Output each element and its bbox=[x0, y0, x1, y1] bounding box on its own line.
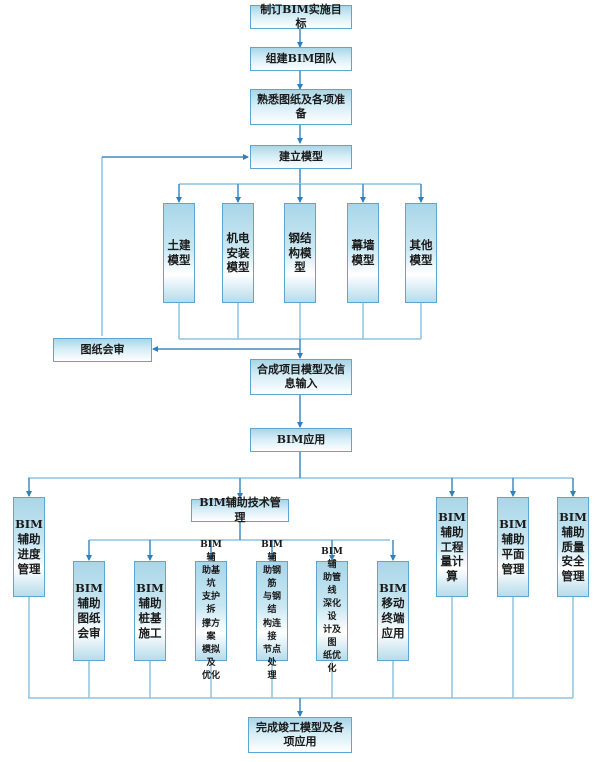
node-tech-mobile-terminal: BIM 移动 终端 应用 bbox=[377, 561, 409, 661]
node-label: BIM 辅助 质量 安全 管理 bbox=[559, 509, 587, 584]
node-label: 钢结 构模 型 bbox=[288, 230, 312, 275]
node-completion: 完成竣工模型及各 项应用 bbox=[248, 717, 352, 753]
node-progress-management: BIM 辅助 进度 管理 bbox=[13, 497, 45, 597]
node-label: BIM 辅助 图纸 会审 bbox=[75, 581, 103, 640]
node-label: 图纸会审 bbox=[80, 342, 125, 356]
node-quantity-calculation: BIM 辅助 工程 量计 算 bbox=[436, 497, 468, 597]
node-label: 完成竣工模型及各 项应用 bbox=[256, 720, 344, 748]
node-model-mep: 机电 安装 模型 bbox=[222, 203, 254, 303]
node-model-steel: 钢结 构模 型 bbox=[284, 203, 316, 303]
node-label: 机电 安装 模型 bbox=[226, 230, 250, 275]
node-label: BIM辅助技术管理 bbox=[199, 496, 281, 524]
node-bim-application: BIM应用 bbox=[250, 428, 352, 452]
node-model-civil: 土建 模型 bbox=[163, 203, 195, 303]
node-tech-pile-construction: BIM 辅助 桩基 施工 bbox=[134, 561, 166, 661]
node-label: BIM 移动 终端 应用 bbox=[379, 581, 407, 640]
node-label: BIM辅 助基坑 支护拆 撑方案 模拟及 优化 bbox=[200, 540, 222, 681]
node-tech-rebar-steel-joint: BIM辅 助钢筋 与钢结 构连接 节点处 理 bbox=[256, 540, 288, 681]
node-label: BIM辅 助钢筋 与钢结 构连接 节点处 理 bbox=[261, 540, 283, 681]
node-tech-management: BIM辅助技术管理 bbox=[191, 496, 289, 524]
node-build-model: 建立模型 bbox=[250, 145, 352, 169]
node-label: BIM 辅助 工程 量计 算 bbox=[438, 509, 466, 584]
node-label: BIM 辅助 桩基 施工 bbox=[136, 581, 164, 640]
node-label: BIM 辅助 平面 管理 bbox=[499, 517, 527, 576]
node-label: BIM应用 bbox=[276, 432, 326, 446]
node-label: BIM辅 助管线 深化设 计及图 纸优化 bbox=[321, 546, 343, 675]
node-model-curtain-wall: 幕墙 模型 bbox=[347, 203, 379, 303]
node-site-layout-management: BIM 辅助 平面 管理 bbox=[497, 497, 529, 597]
node-build-team: 组建BIM团队 bbox=[250, 47, 352, 71]
node-tech-drawing-review: BIM 辅助 图纸 会审 bbox=[73, 561, 105, 661]
node-merge-model: 合成项目模型及信 息输入 bbox=[250, 359, 352, 395]
node-prepare: 熟悉图纸及各项准 备 bbox=[250, 89, 352, 125]
node-label: 土建 模型 bbox=[167, 238, 191, 267]
node-label: BIM 辅助 进度 管理 bbox=[15, 517, 43, 576]
node-label: 幕墙 模型 bbox=[351, 238, 375, 267]
node-model-other: 其他 模型 bbox=[405, 203, 437, 303]
node-label: 熟悉图纸及各项准 备 bbox=[257, 92, 345, 120]
node-label: 合成项目模型及信 息输入 bbox=[257, 362, 345, 390]
node-set-goals: 制订BIM实施目标 bbox=[250, 2, 352, 30]
node-label: 建立模型 bbox=[279, 149, 323, 163]
node-tech-foundation-pit: BIM辅 助基坑 支护拆 撑方案 模拟及 优化 bbox=[195, 540, 227, 681]
node-quality-safety-management: BIM 辅助 质量 安全 管理 bbox=[557, 497, 589, 597]
node-label: 制订BIM实施目标 bbox=[260, 2, 342, 30]
node-label: 其他 模型 bbox=[409, 238, 433, 267]
node-label: 组建BIM团队 bbox=[265, 51, 337, 65]
node-drawing-review: 图纸会审 bbox=[53, 338, 152, 362]
node-tech-pipeline-design: BIM辅 助管线 深化设 计及图 纸优化 bbox=[316, 547, 348, 674]
